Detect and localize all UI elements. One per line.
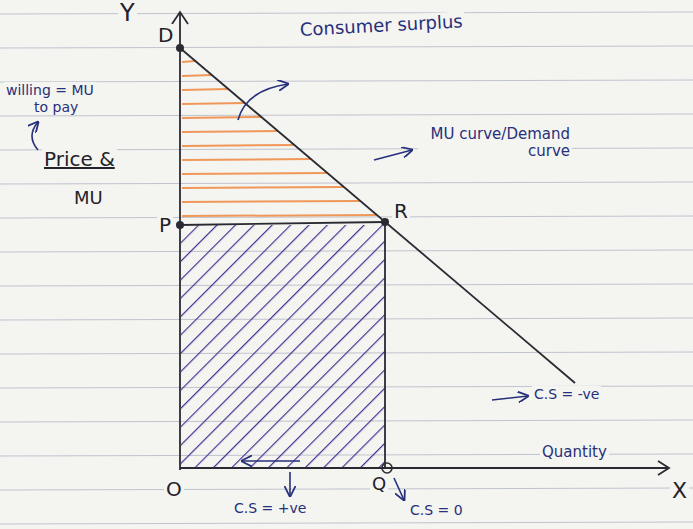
note-text: C.S = -ve — [532, 386, 601, 402]
axis-label: Y — [118, 0, 137, 28]
note-text: C.S = +ve — [232, 500, 308, 516]
point-label: R — [392, 200, 410, 223]
ruled-paper — [0, 12, 693, 524]
expenditure-area — [181, 225, 385, 468]
axis-title: MU — [72, 188, 105, 209]
axis-title: Quantity — [540, 444, 609, 461]
curve-label: MU curve/Demand curve — [418, 126, 572, 161]
note-text: C.S = 0 — [408, 502, 465, 518]
point-label: Q — [370, 474, 388, 495]
origin-label: O — [164, 478, 184, 501]
note-text: willing = MU — [4, 82, 96, 98]
graph-lines — [172, 12, 669, 475]
point-label: P — [157, 214, 173, 237]
axis-label: X — [670, 478, 689, 503]
point-label: D — [156, 24, 175, 47]
area-label: Consumer surplus — [297, 11, 465, 40]
consumer-surplus-hatch — [182, 61, 377, 216]
points — [176, 44, 392, 473]
note-text: to pay — [32, 99, 80, 115]
axis-title: Price & — [42, 148, 117, 171]
